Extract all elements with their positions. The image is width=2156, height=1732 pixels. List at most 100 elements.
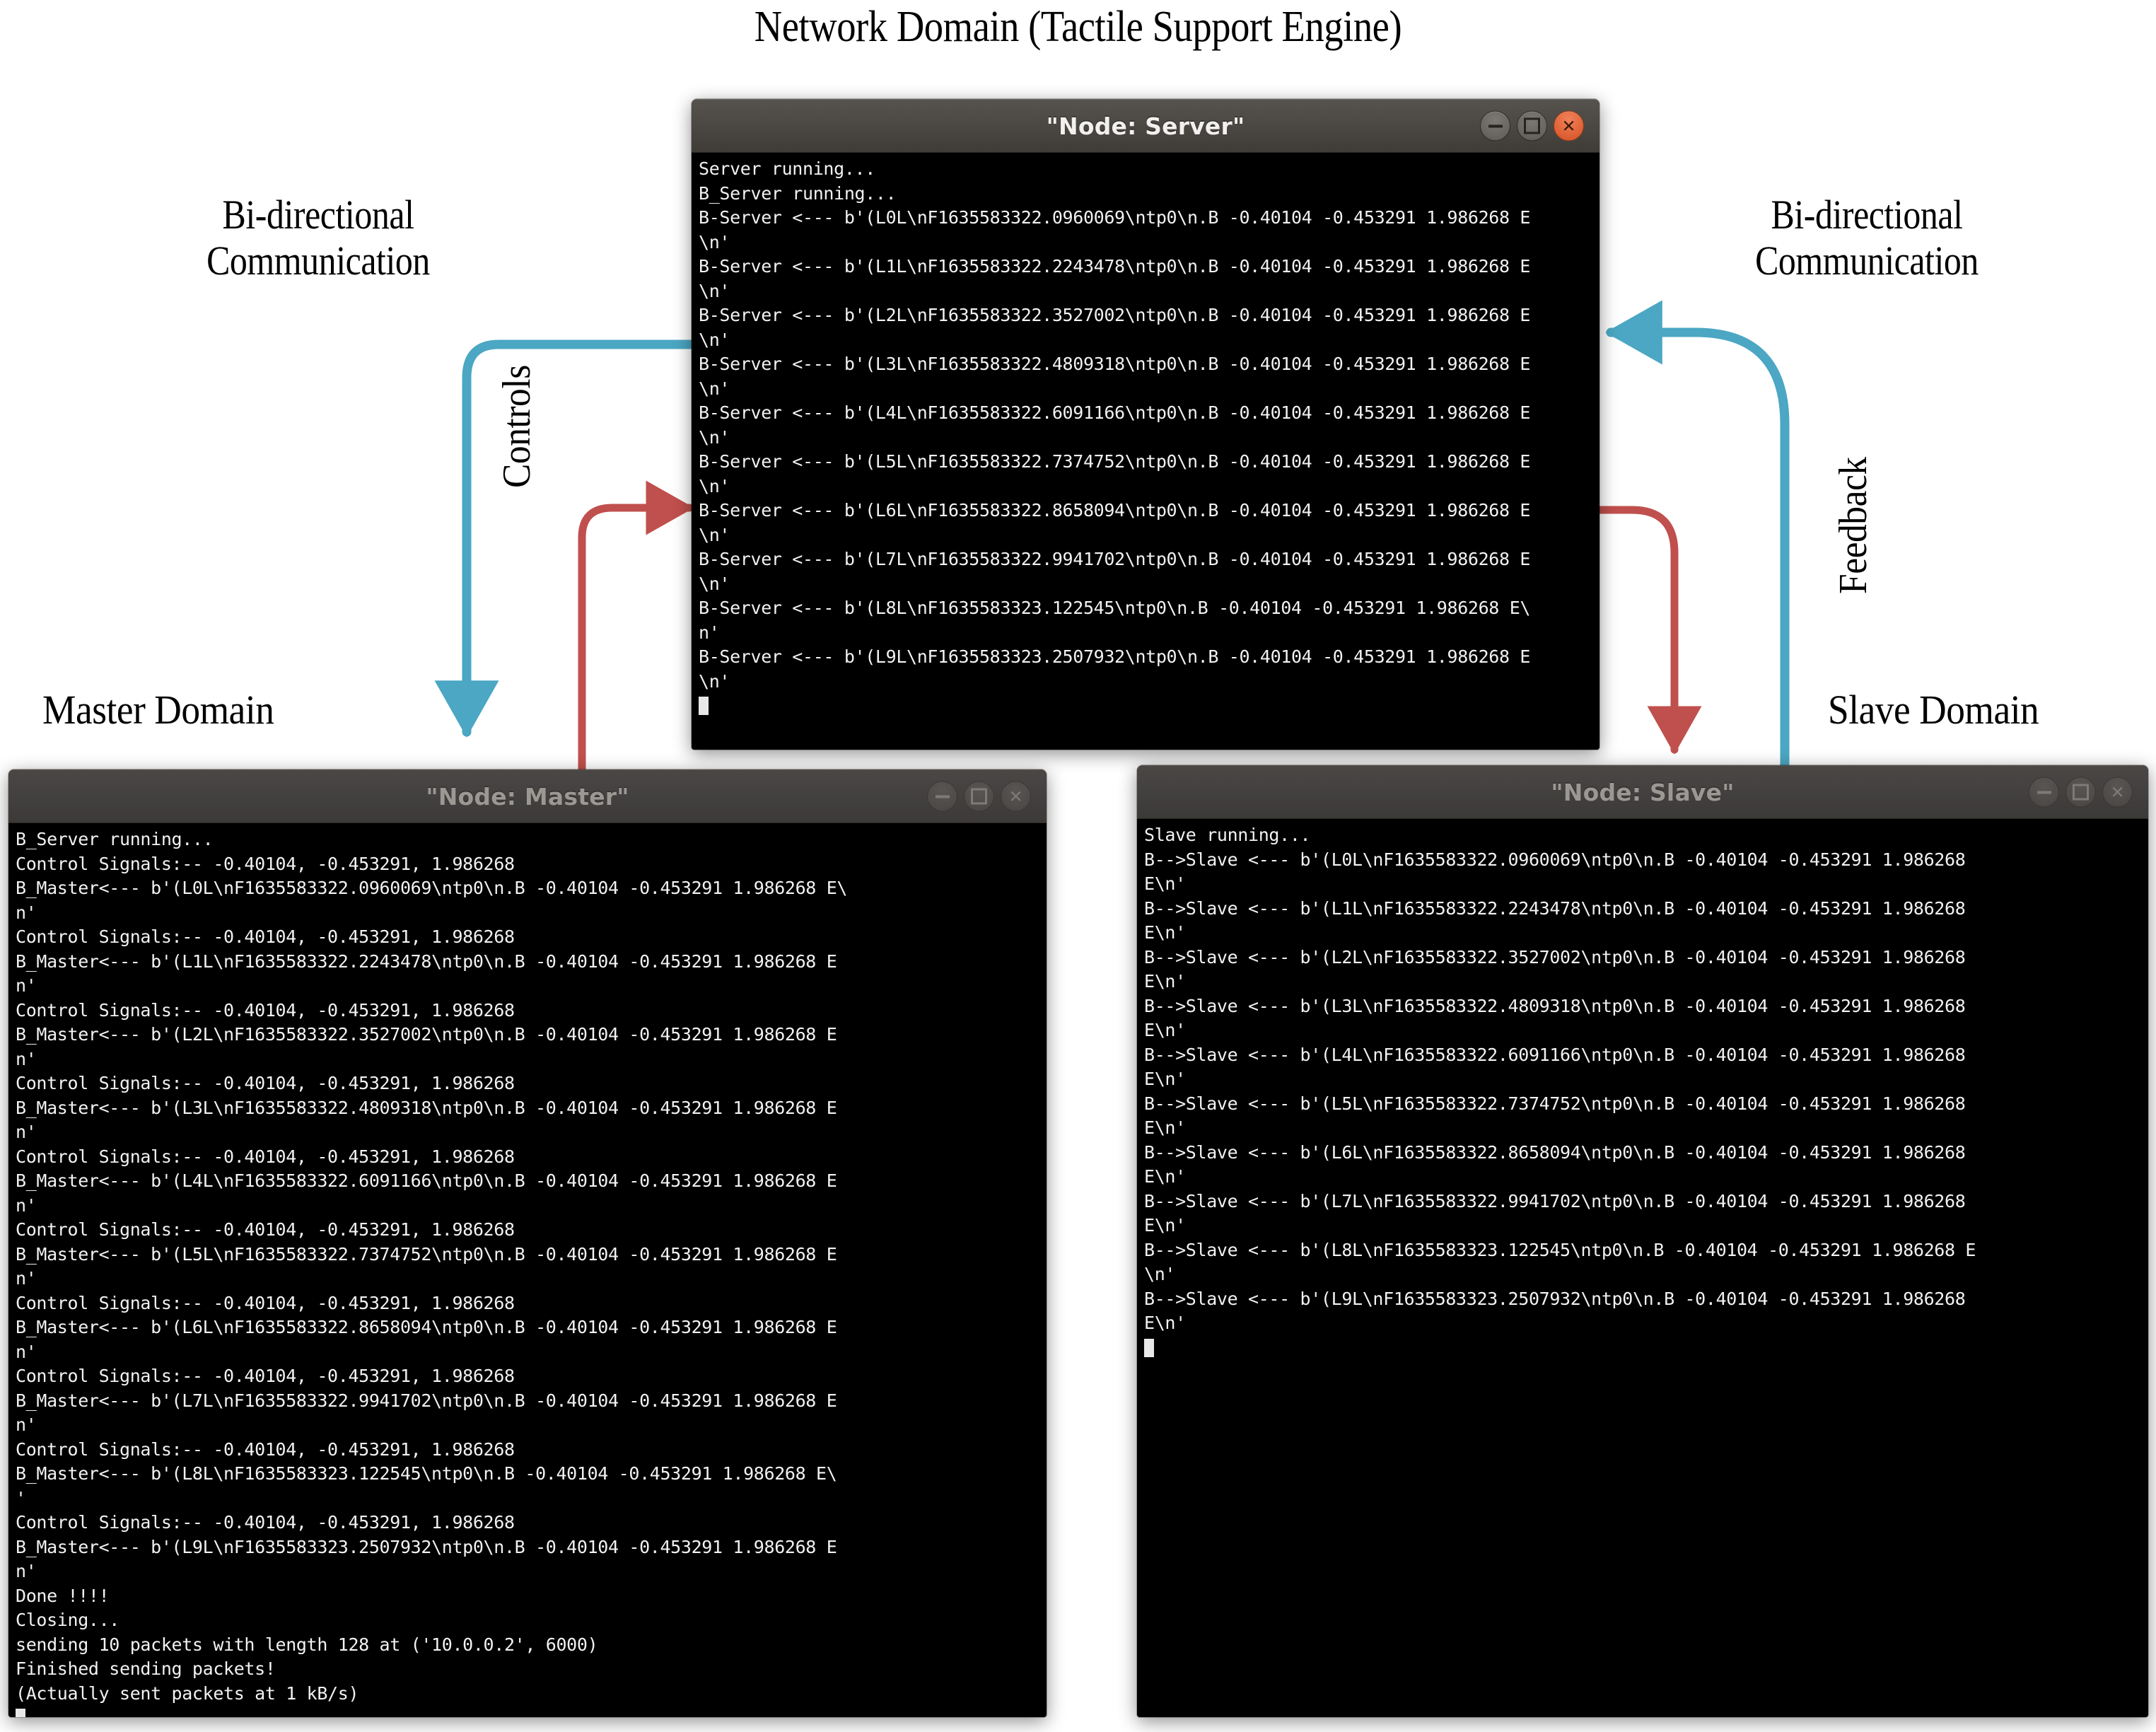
terminal-line: B-Server <--- b'(L0L\nF1635583322.096006…: [699, 207, 1531, 228]
label-feedback: Feedback: [1831, 457, 1875, 594]
terminal-line: B-->Slave <--- b'(L1L\nF1635583322.22434…: [1144, 897, 1966, 919]
terminal-line: Control Signals:-- -0.40104, -0.453291, …: [16, 1219, 515, 1240]
terminal-line: B_Master<--- b'(L9L\nF1635583323.2507932…: [16, 1536, 837, 1557]
terminal-line: Control Signals:-- -0.40104, -0.453291, …: [16, 1439, 515, 1460]
titlebar-server[interactable]: "Node: Server" ✕: [692, 99, 1599, 153]
terminal-line: n': [16, 1341, 37, 1362]
terminal-line: B_Master<--- b'(L2L\nF1635583322.3527002…: [16, 1024, 837, 1045]
terminal-line: Control Signals:-- -0.40104, -0.453291, …: [16, 1366, 515, 1386]
terminal-line: B-->Slave <--- b'(L6L\nF1635583322.86580…: [1144, 1141, 1966, 1163]
terminal-line: E\n': [1144, 1117, 1186, 1138]
label-controls: Controls: [495, 365, 539, 488]
terminal-line: B_Master<--- b'(L3L\nF1635583322.4809318…: [16, 1097, 837, 1118]
window-title-server: "Node: Server": [1046, 112, 1245, 140]
window-title-slave: "Node: Slave": [1551, 778, 1735, 806]
terminal-window-slave[interactable]: "Node: Slave" ✕ Slave running...B-->Slav…: [1137, 765, 2148, 1717]
terminal-line: \n': [699, 378, 730, 399]
terminal-line: E\n': [1144, 873, 1186, 894]
terminal-line: B-Server <--- b'(L9L\nF1635583323.250793…: [699, 646, 1531, 667]
terminal-line: n': [16, 1561, 37, 1581]
close-glyph: ✕: [1008, 786, 1023, 806]
close-icon[interactable]: ✕: [2102, 777, 2133, 808]
terminal-line: B_Server running...: [16, 829, 214, 849]
close-icon[interactable]: ✕: [1554, 110, 1584, 141]
terminal-line: sending 10 packets with length 128 at ('…: [16, 1634, 598, 1655]
minimize-icon[interactable]: [927, 781, 957, 812]
terminal-line: B_Master<--- b'(L5L\nF1635583322.7374752…: [16, 1243, 837, 1265]
terminal-line: n': [16, 1268, 37, 1289]
terminal-line: Closing...: [16, 1610, 120, 1630]
terminal-line: n': [699, 622, 720, 643]
terminal-output-server[interactable]: Server running... B_Server running... B-Se…: [692, 153, 1599, 750]
terminal-window-server[interactable]: "Node: Server" ✕ Server running... B_Serv…: [692, 99, 1599, 750]
terminal-line: n': [16, 1048, 37, 1069]
terminal-output-master[interactable]: B_Server running... Control Signals:-- -0…: [8, 823, 1047, 1717]
terminal-line: Control Signals:-- -0.40104, -0.453291, …: [16, 853, 515, 874]
terminal-line: n': [16, 1122, 37, 1142]
close-glyph: ✕: [1561, 116, 1576, 136]
terminal-line: B-->Slave <--- b'(L7L\nF1635583322.99417…: [1144, 1190, 1966, 1211]
terminal-line: B_Master<--- b'(L6L\nF1635583322.8658094…: [16, 1317, 837, 1337]
arrow-blue-slave-to-server: [1605, 300, 1790, 772]
close-icon[interactable]: ✕: [1001, 781, 1031, 812]
maximize-icon[interactable]: [2065, 777, 2096, 808]
terminal-line: E\n': [1144, 1069, 1186, 1089]
terminal-line: E\n': [1144, 1215, 1186, 1236]
terminal-line: E\n': [1144, 1313, 1186, 1333]
terminal-window-master[interactable]: "Node: Master" ✕ B_Server running... Cont…: [8, 769, 1047, 1717]
terminal-line: B-Server <--- b'(L6L\nF1635583322.865809…: [699, 500, 1531, 521]
label-master-domain: Master Domain: [42, 687, 274, 733]
terminal-line: B_Master<--- b'(L4L\nF1635583322.6091166…: [16, 1170, 837, 1191]
terminal-line: \n': [699, 231, 730, 252]
minimize-glyph: [935, 795, 950, 798]
terminal-line: \n': [699, 280, 730, 301]
terminal-line: B_Master<--- b'(L7L\nF1635583322.9941702…: [16, 1390, 837, 1411]
terminal-line: B-Server <--- b'(L4L\nF1635583322.609116…: [699, 402, 1531, 423]
minimize-icon[interactable]: [1480, 110, 1510, 141]
window-title-master: "Node: Master": [426, 782, 629, 810]
label-bidirectional-communication-right: Bi-directional Communication: [1755, 192, 1979, 284]
terminal-line: E\n': [1144, 1166, 1186, 1187]
terminal-line: B_Master<--- b'(L0L\nF1635583322.0960069…: [16, 878, 848, 898]
terminal-line: \n': [699, 475, 730, 496]
terminal-line: ': [16, 1487, 26, 1509]
window-controls-slave: ✕: [2029, 777, 2133, 808]
minimize-glyph: [1488, 124, 1503, 127]
terminal-line: B-->Slave <--- b'(L0L\nF1635583322.09600…: [1144, 849, 1966, 870]
maximize-icon[interactable]: [1517, 110, 1547, 141]
maximize-glyph: [1524, 117, 1540, 134]
terminal-line: B-Server <--- b'(L8L\nF1635583323.122545…: [699, 598, 1531, 618]
terminal-line: Control Signals:-- -0.40104, -0.453291, …: [16, 1292, 515, 1313]
terminal-line: B_Server running...: [699, 182, 897, 204]
terminal-line: n': [16, 1414, 37, 1435]
minimize-icon[interactable]: [2029, 777, 2059, 808]
maximize-icon[interactable]: [964, 781, 994, 812]
terminal-line: B-Server <--- b'(L3L\nF1635583322.480931…: [699, 354, 1531, 374]
terminal-line: n': [16, 1195, 37, 1216]
terminal-cursor: [699, 694, 1599, 719]
close-glyph: ✕: [2110, 782, 2125, 802]
terminal-line: Server running...: [699, 158, 875, 179]
terminal-line: B-Server <--- b'(L7L\nF1635583322.994170…: [699, 549, 1531, 569]
label-slave-domain: Slave Domain: [1828, 687, 2039, 733]
terminal-line: \n': [699, 329, 730, 350]
terminal-line: Control Signals:-- -0.40104, -0.453291, …: [16, 1146, 515, 1167]
terminal-line: B-->Slave <--- b'(L8L\nF1635583323.12254…: [1144, 1239, 1976, 1260]
maximize-glyph: [971, 788, 987, 805]
label-bidirectional-communication-left: Bi-directional Communication: [206, 192, 430, 284]
terminal-line: n': [16, 975, 37, 996]
terminal-line: B-Server <--- b'(L1L\nF1635583322.224347…: [699, 256, 1531, 277]
terminal-line: B-Server <--- b'(L5L\nF1635583322.737475…: [699, 451, 1531, 472]
titlebar-slave[interactable]: "Node: Slave" ✕: [1137, 765, 2148, 819]
terminal-line: Finished sending packets!: [16, 1658, 276, 1679]
terminal-line: E\n': [1144, 922, 1186, 943]
arrow-red-master-to-server: [578, 480, 694, 775]
titlebar-master[interactable]: "Node: Master" ✕: [8, 769, 1047, 823]
terminal-line: B_Master<--- b'(L1L\nF1635583322.2243478…: [16, 951, 837, 972]
terminal-line: B-->Slave <--- b'(L2L\nF1635583322.35270…: [1144, 946, 1966, 967]
terminal-output-slave[interactable]: Slave running...B-->Slave <--- b'(L0L\nF…: [1137, 819, 2148, 1717]
terminal-line: \n': [699, 573, 730, 594]
maximize-glyph: [2073, 784, 2089, 801]
terminal-line: B-->Slave <--- b'(L5L\nF1635583322.73747…: [1144, 1093, 1966, 1114]
terminal-line: B-->Slave <--- b'(L9L\nF1635583323.25079…: [1144, 1288, 1966, 1309]
